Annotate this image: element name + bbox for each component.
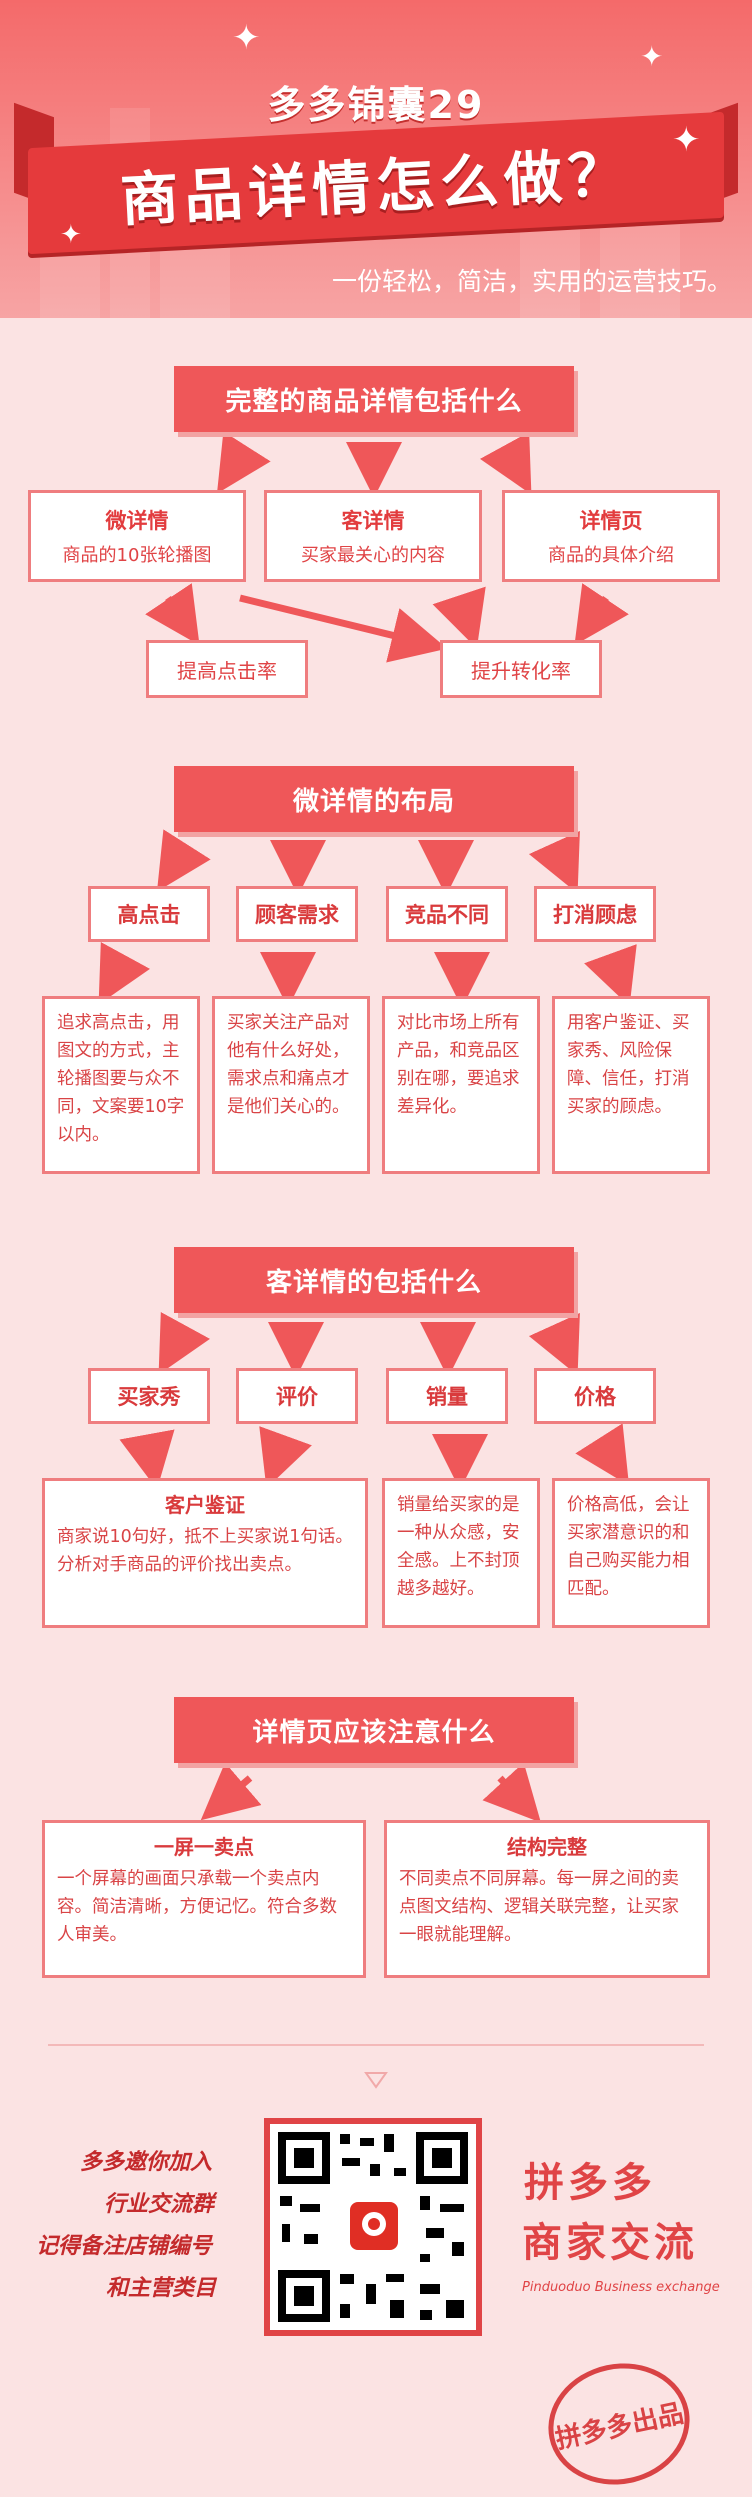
- header-price: 价格: [534, 1368, 656, 1424]
- brand-name-line-1: 拼多多: [524, 2160, 656, 2206]
- arrow: [574, 583, 629, 646]
- box-title: 详情页: [579, 509, 643, 533]
- section3-banner: 客详情的包括什么: [174, 1247, 574, 1313]
- text-sales: 销量给买家的是一种从众感，安全感。上不封顶越多越好。: [382, 1478, 540, 1628]
- box-subtitle: 商品的10张轮播图: [62, 545, 212, 566]
- slogan-line-2: 行业交流群: [104, 2192, 215, 2217]
- testimonial-text-2: 分析对手商品的评价找出卖点。: [57, 1555, 302, 1575]
- text-high-click: 追求高点击，用图文的方式，主轮播图要与众不同，文案要10字以内。: [42, 996, 200, 1174]
- section4-banner: 详情页应该注意什么: [174, 1697, 574, 1763]
- down-triangle-icon: [364, 2072, 388, 2089]
- arrow: [259, 1426, 312, 1489]
- arrow: [528, 830, 580, 894]
- arrow: [200, 1762, 262, 1821]
- box-subtitle: 商品的具体介绍: [548, 545, 674, 566]
- sparkle-icon: ✦: [672, 120, 701, 160]
- header-buyer-show: 买家秀: [88, 1368, 210, 1424]
- structure-text: 不同卖点不同屏幕。每一屏之间的卖点图文结构、逻辑关联完整，让买家一眼就能理解。: [399, 1869, 679, 1945]
- arrow: [575, 1423, 630, 1486]
- arrow: [156, 829, 211, 892]
- sparkle-icon: ✦: [640, 40, 664, 73]
- qr-code-pattern: [278, 2132, 468, 2322]
- arrow: [482, 1762, 541, 1823]
- header-customer-needs: 顾客需求: [236, 886, 358, 942]
- testimonial-text-1: 商家说10句好，抵不上买家说1句话。: [57, 1527, 353, 1547]
- qr-code[interactable]: [264, 2118, 482, 2336]
- structure-title: 结构完整: [507, 1835, 587, 1859]
- box-subtitle: 买家最关心的内容: [301, 545, 445, 566]
- header-competitor-diff: 竞品不同: [386, 886, 508, 942]
- sparkle-icon: ✦: [232, 18, 261, 58]
- slogan-line-1: 多多邀你加入: [80, 2150, 213, 2175]
- text-remove-doubts: 用客户鉴证、买家秀、风险保障、信任，打消买家的顾虑。: [552, 996, 710, 1174]
- box-one-screen-one-point: 一屏一卖点 一个屏幕的画面只承载一个卖点内容。简洁清晰，方便记忆。符合多数人审美…: [42, 1820, 366, 1978]
- box-detail-page: 详情页 商品的具体介绍: [502, 490, 720, 582]
- text-customer-testimonial: 客户鉴证 商家说10句好，抵不上买家说1句话。 分析对手商品的评价找出卖点。: [42, 1478, 368, 1628]
- brand-subtitle: Pinduoduo Business exchange: [522, 2280, 720, 2295]
- arrow: [239, 594, 448, 663]
- header-sales: 销量: [386, 1368, 508, 1424]
- arrow: [119, 1429, 175, 1490]
- header-banner: 多多锦囊29 商品详情怎么做？ 一份轻松，简洁，实用的运营技巧。 ✦ ✦ ✦ ✦: [0, 0, 752, 318]
- arrow: [216, 431, 271, 494]
- one-screen-title: 一屏一卖点: [154, 1835, 254, 1859]
- arrow: [98, 942, 150, 1005]
- box-title: 微详情: [105, 509, 169, 533]
- stamp-text: 拼多多出品: [552, 2398, 687, 2455]
- arrow: [145, 583, 200, 646]
- box-title: 客详情: [341, 509, 405, 533]
- section1-banner: 完整的商品详情包括什么: [174, 366, 574, 432]
- header-reviews: 评价: [236, 1368, 358, 1424]
- arrow: [528, 1312, 580, 1376]
- result-click-rate: 提高点击率: [146, 640, 308, 698]
- series-title: 多多锦囊29: [267, 83, 485, 127]
- tagline: 一份轻松，简洁，实用的运营技巧。: [331, 267, 732, 296]
- arrow: [584, 944, 637, 1007]
- box-customer-detail: 客详情 买家最关心的内容: [264, 490, 482, 582]
- arrow: [480, 432, 532, 495]
- box-complete-structure: 结构完整 不同卖点不同屏幕。每一屏之间的卖点图文结构、逻辑关联完整，让买家一眼就…: [384, 1820, 710, 1978]
- header-remove-doubts: 打消顾虑: [534, 886, 656, 942]
- box-micro-detail: 微详情 商品的10张轮播图: [28, 490, 246, 582]
- header-high-click: 高点击: [88, 886, 210, 942]
- one-screen-text: 一个屏幕的画面只承载一个卖点内容。简洁清晰，方便记忆。符合多数人审美。: [57, 1869, 337, 1945]
- footer-divider: [48, 2044, 704, 2046]
- testimonial-title: 客户鉴证: [165, 1493, 245, 1517]
- section2-banner: 微详情的布局: [174, 766, 574, 832]
- text-competitor-diff: 对比市场上所有产品，和竞品区别在哪，要追求差异化。: [382, 996, 540, 1174]
- sparkle-icon: ✦: [60, 220, 82, 250]
- text-customer-needs: 买家关注产品对他有什么好处，需求点和痛点才是他们关心的。: [212, 996, 370, 1174]
- brand-name-line-2: 商家交流: [522, 2220, 698, 2266]
- arrow: [158, 1312, 210, 1375]
- slogan-line-4: 和主营类目: [106, 2276, 217, 2301]
- arrow: [432, 586, 486, 649]
- slogan-line-3: 记得备注店铺编号: [36, 2234, 213, 2259]
- text-price: 价格高低，会让买家潜意识的和自己购买能力相匹配。: [552, 1478, 710, 1628]
- result-conversion-rate: 提升转化率: [440, 640, 602, 698]
